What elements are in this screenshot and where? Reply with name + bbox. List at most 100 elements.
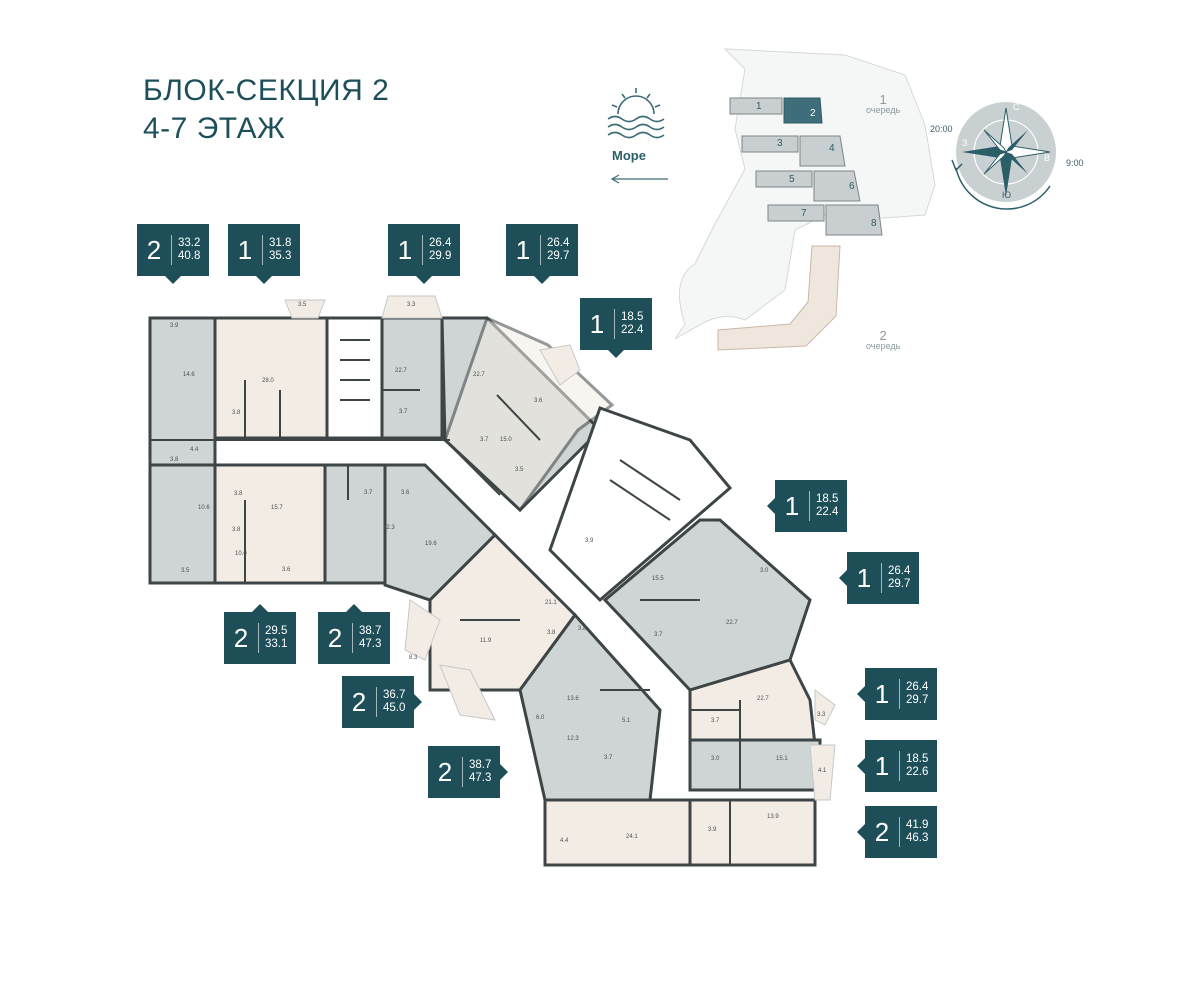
room-area-label: 21.1 [545,600,557,606]
room-area-label: 3.5 [181,568,190,574]
room-area-label: 3.7 [711,718,720,724]
room-area-label: 4.4 [560,838,569,844]
apartment-rooms: 1 [865,679,900,709]
floor-plan-balconies [284,295,836,801]
room-area-label: 6.0 [536,715,545,721]
room-area-label: 3.7 [364,490,373,496]
room-area-label: 3.6 [282,567,291,573]
room-area-label: 3.7 [480,437,489,443]
room-area-label: 3.3 [407,302,416,308]
room-area-label: 3.8 [232,527,241,533]
badge-pointer [839,570,847,586]
room-area-label: 10.0 [235,551,247,557]
page-title-line2: 4-7 ЭТАЖ [143,112,286,145]
apartment-area-living: 31.8 [269,237,292,249]
apartment-rooms: 1 [847,563,882,593]
room-area-label: 3.0 [760,568,769,574]
section-2-label: 2 [810,108,816,119]
compass-icon [951,102,1056,210]
apartment-area-living: 18.5 [816,493,839,505]
apartment-rooms: 1 [580,309,615,339]
badge-pointer [256,276,272,284]
room-area-label: 3.5 [515,467,524,473]
badge-pointer [857,824,865,840]
page-title: БЛОК-СЕКЦИЯ 2 4-7 ЭТАЖ [143,72,389,148]
apartment-area-total: 29.7 [888,578,911,590]
badge-pointer [165,276,181,284]
room-area-label: 3.6 [401,490,410,496]
apartment-area-total: 29.9 [429,250,452,262]
apartment-rooms: 1 [865,751,900,781]
apartment-area-total: 29.7 [547,250,570,262]
queue-2-number: 2 [879,328,887,343]
queue-1-text: очередь [866,105,901,115]
badge-pointer [857,686,865,702]
compass-time-east: 9:00 [1066,158,1084,168]
room-area-label: 3.3 [817,712,826,718]
apartment-rooms: 1 [388,235,423,265]
section-3-label: 3 [777,138,783,149]
compass-south: Ю [1002,190,1012,200]
sea-icon [607,88,665,139]
apartment-area-total: 22.4 [621,324,644,336]
room-area-label: 22.7 [395,368,407,374]
apartment-rooms: 2 [865,817,900,847]
apartment-area-total: 47.3 [359,638,382,650]
section-4-label: 4 [829,143,835,154]
apartment-area-total: 45.0 [383,702,406,714]
room-area-label: 3.8 [578,626,587,632]
apartment-area-living: 26.4 [429,237,452,249]
queue-2-label: 2 очередь [866,328,900,352]
badge-pointer [252,604,268,612]
apartment-rooms: 2 [342,687,377,717]
room-area-label: 22.7 [757,696,769,702]
apartment-rooms: 2 [318,623,353,653]
apartment-area-living: 29.5 [265,625,288,637]
room-area-label: 15.0 [500,437,512,443]
apartment-area-living: 26.4 [547,237,570,249]
badge-pointer [767,498,775,514]
apartment-area-total: 40.8 [178,250,201,262]
room-area-label: 3.7 [399,409,408,415]
apartment-rooms: 2 [428,757,463,787]
room-area-label: 12.3 [383,525,395,531]
apartment-area-total: 47.3 [469,772,492,784]
room-area-label: 24.1 [626,834,638,840]
apartment-rooms: 1 [228,235,263,265]
room-area-label: 8.3 [409,655,418,661]
room-area-label: 13.9 [767,814,779,820]
floor-plan-walls [150,339,741,865]
floor-plan-units [148,315,822,867]
room-area-label: 5.1 [622,718,631,724]
room-area-label: 3.8 [232,410,241,416]
apartment-rooms: 1 [506,235,541,265]
compass-west: З [962,138,968,148]
room-area-label: 3.6 [534,398,543,404]
badge-pointer [346,604,362,612]
apartment-area-living: 36.7 [383,689,406,701]
apartment-rooms: 2 [137,235,172,265]
badge-pointer [534,276,550,284]
apartment-area-total: 35.3 [269,250,292,262]
room-area-label: 3.9 [708,827,717,833]
room-area-label: 12.3 [567,736,579,742]
section-7-label: 7 [801,208,807,219]
room-area-label: 4.1 [818,768,827,774]
badge-pointer [608,350,624,358]
room-area-label: 3.7 [654,632,663,638]
apartment-area-living: 41.9 [906,819,929,831]
